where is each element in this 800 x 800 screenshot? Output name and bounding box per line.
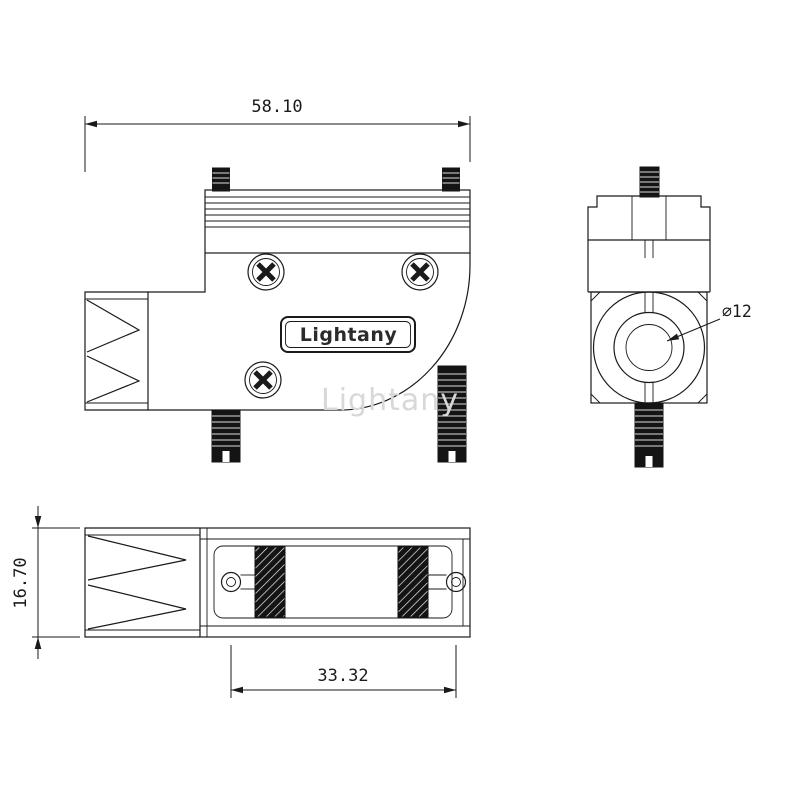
clamp-screw-right-icon [397,546,467,618]
brand-label: Lightany [300,324,398,346]
dim-height: 16.70 [11,506,80,659]
dim-arrow-icon [34,516,42,528]
threaded-stud-top-icon [639,166,660,198]
callout-hole-diameter: ⌀12 [666,302,752,342]
side-view: ⌀12 [587,166,752,468]
dim-arrow-icon [231,686,243,694]
brand-label-plate: Lightany [280,316,416,353]
side-cap-profile [587,195,711,241]
bottom-cable-entry-nose [84,527,200,638]
phillips-screw-bottom-icon [244,361,282,399]
leader-arrow-icon [667,333,680,341]
dim-arrow-icon [34,637,42,649]
thumbscrew-top-left-icon [212,167,230,192]
threaded-stud-side-bottom-icon [634,402,664,468]
dim-height-value: 16.70 [11,557,31,608]
dim-arrow-icon [458,120,470,128]
dim-arrow-icon [85,120,97,128]
watermark: Lightany [321,383,459,418]
bottom-body [199,527,471,638]
dim-screw-spacing-value: 33.32 [317,666,368,686]
clamp-screw-left-icon [220,546,286,618]
dim-top-width-value: 58.10 [251,97,302,117]
thumbscrew-top-right-icon [442,167,460,192]
phillips-screw-top-right-icon [401,253,439,291]
cable-clamp-section [590,291,708,404]
phillips-screw-top-left-icon [247,253,285,291]
bottom-view [84,527,471,638]
threaded-stud-bottom-left-icon [211,409,241,463]
cable-entry-nose [84,291,148,411]
hole-diameter-value: ⌀12 [722,302,752,321]
front-view: Lightany [84,167,471,463]
hood-body-outline [147,253,471,411]
dim-top-width: 58.10 [84,97,471,172]
dim-arrow-icon [444,686,456,694]
dim-screw-spacing: 33.32 [230,645,457,698]
ribbed-cap [204,189,471,254]
threaded-stud-bottom-right-icon [437,365,467,463]
side-body [587,240,711,293]
